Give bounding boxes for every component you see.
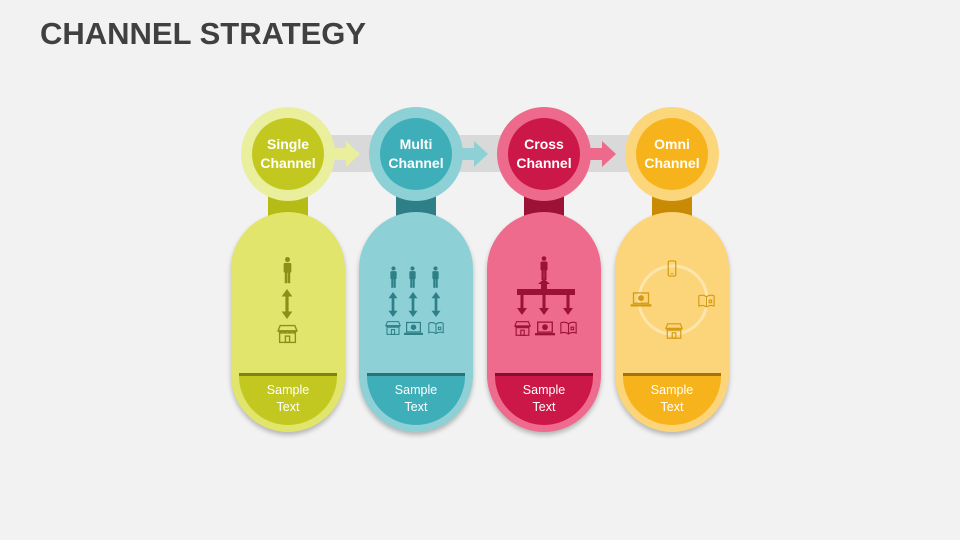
label-line2: Text	[276, 400, 300, 414]
arrow-shaft	[590, 148, 602, 160]
arrow-right-icon	[602, 141, 616, 167]
arrow-right-icon	[474, 141, 488, 167]
title-line2: Channel	[388, 155, 444, 171]
title-line2: Channel	[516, 155, 572, 171]
title-line2: Channel	[644, 155, 700, 171]
title-line1: Cross	[524, 136, 564, 152]
title-line1: Omni	[654, 136, 690, 152]
label-line1: Sample	[522, 383, 566, 397]
label-line1: Sample	[650, 383, 694, 397]
arrow-right-icon	[346, 141, 360, 167]
title-line1: Multi	[399, 136, 433, 152]
label-line2: Text	[404, 400, 428, 414]
label-line2: Text	[532, 400, 556, 414]
arrow-shaft	[334, 148, 346, 160]
label-line1: Sample	[394, 383, 438, 397]
title-line2: Channel	[260, 155, 316, 171]
label-line2: Text	[660, 400, 684, 414]
page-title: CHANNEL STRATEGY	[40, 16, 367, 51]
arrow-shaft	[462, 148, 474, 160]
title-line1: Single	[266, 136, 309, 152]
label-line1: Sample	[266, 383, 310, 397]
